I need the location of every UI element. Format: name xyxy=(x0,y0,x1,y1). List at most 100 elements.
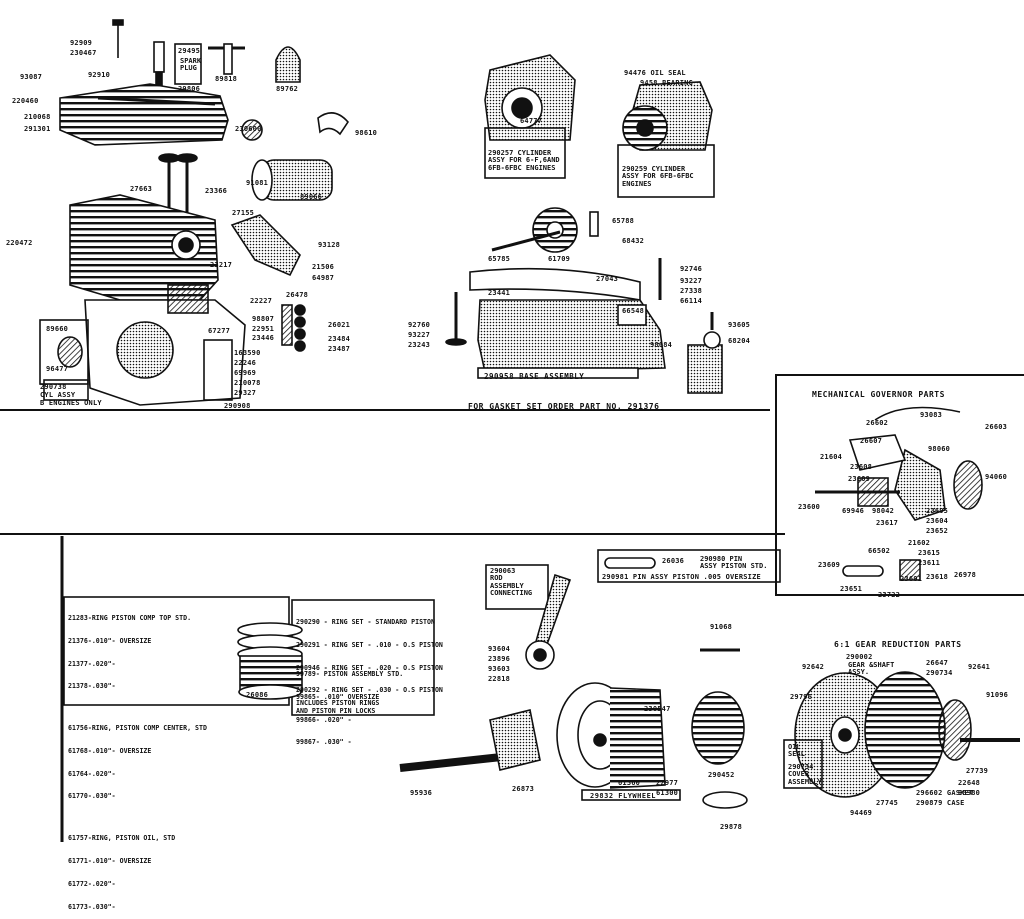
part-label: 93227 xyxy=(680,277,703,285)
part-label: 23605 xyxy=(926,507,949,515)
case-label: 290879 CASE xyxy=(916,799,965,807)
engine-assembly-art xyxy=(39,19,350,406)
part-label: 290738 xyxy=(40,383,67,391)
governor-art xyxy=(815,406,983,581)
part-label: 23652 xyxy=(926,527,949,535)
part-label: 95936 xyxy=(410,789,433,797)
part-label: 93604 xyxy=(488,645,511,653)
part-label: 23651 xyxy=(840,585,863,593)
part-label: 27739 xyxy=(966,767,989,775)
section-dividers xyxy=(0,374,1024,842)
piston-part-label: 26086 xyxy=(246,691,269,699)
cylinder-assy-left-note: 290257 CYLINDER ASSY FOR 6-F,6AND 6FB-6F… xyxy=(488,149,560,172)
part-label: 23608 xyxy=(850,463,873,471)
part-label: 220472 xyxy=(6,239,33,247)
part-label: 98610 xyxy=(355,129,378,137)
part-label: 23611 xyxy=(918,559,941,567)
part-label: 89066 xyxy=(300,193,323,201)
part-label: 291301 xyxy=(24,125,51,133)
part-label: 23446 xyxy=(252,334,275,342)
part-label: 89660 xyxy=(46,325,69,333)
pin-assy-std-label: 290980 PIN ASSY PISTON STD. xyxy=(700,555,768,571)
governor-title: MECHANICAL GOVERNOR PARTS xyxy=(812,390,945,399)
part-label: 23618 xyxy=(926,573,949,581)
part-label: 26021 xyxy=(328,321,351,329)
diagram-artwork xyxy=(0,19,1024,842)
ring-row: 61757-RING, PISTON OIL, STD xyxy=(68,834,176,843)
part-label: 94060 xyxy=(985,473,1008,481)
part-label: 22648 xyxy=(958,779,981,787)
part-label: 23600 xyxy=(798,503,821,511)
gear-shaft-label: GEAR &SHAFT ASSY. xyxy=(848,661,895,677)
part-label: 69969 xyxy=(234,369,257,377)
part-label: 93227 xyxy=(408,331,431,339)
part-label: 22227 xyxy=(250,297,273,305)
part-label: 230600 xyxy=(235,125,262,133)
part-label: 94469 xyxy=(850,809,873,817)
piston-assembly-row: 99789- PISTON ASSEMBLY STD. xyxy=(296,670,404,679)
part-label: 98084 xyxy=(650,341,673,349)
ring-row: 61768-.010"- OVERSIZE xyxy=(68,746,152,755)
pin-part-label: 26036 xyxy=(662,557,685,565)
cylinder-variants-art xyxy=(484,54,715,198)
part-label: 91096 xyxy=(986,691,1009,699)
ring-row xyxy=(68,816,207,820)
part-label: 66114 xyxy=(680,297,703,305)
part-label: 26647 xyxy=(926,659,949,667)
part-label: 92909 xyxy=(70,39,93,47)
part-label: 290734 xyxy=(926,669,953,677)
part-label: 26478 xyxy=(286,291,309,299)
ring-row: 61773-.030"- xyxy=(68,902,116,911)
pin-assy-oversize-label: 290981 PIN ASSY PISTON .005 OVERSIZE xyxy=(602,573,761,581)
part-label: 23615 xyxy=(918,549,941,557)
part-label: 98807 xyxy=(252,315,275,323)
part-label: 26607 xyxy=(860,437,883,445)
part-label: 230467 xyxy=(70,49,97,57)
part-label: 66502 xyxy=(868,547,891,555)
crank-flywheel-art xyxy=(399,648,748,809)
ring-row: 61771-.010"- OVERSIZE xyxy=(68,857,152,866)
part-label: 26603 xyxy=(985,423,1008,431)
ring-row: 61756-RING, PISTON COMP CENTER, STD xyxy=(68,724,207,733)
part-label: 23722 xyxy=(878,591,901,599)
piston-assembly-list: 99789- PISTON ASSEMBLY STD. 99865- .010"… xyxy=(296,656,403,755)
part-label: 65785 xyxy=(488,255,511,263)
part-label: 61300 xyxy=(656,789,679,797)
ring-set-row: 290292 - RING SET - .030 - O.S PISTON xyxy=(296,686,443,695)
part-label: 27155 xyxy=(232,209,255,217)
rod-assembly-label: 290063 ROD ASSEMBLY CONNECTING xyxy=(490,567,533,598)
part-label: 98060 xyxy=(928,445,951,453)
part-label: 98042 xyxy=(872,507,895,515)
part-label: 29796 xyxy=(790,693,813,701)
part-label: 29878 xyxy=(720,823,743,831)
part-label: 29806 xyxy=(178,85,201,93)
ring-row: 21377-.020"- xyxy=(68,659,116,668)
part-label: 23243 xyxy=(408,341,431,349)
part-label: 23601 xyxy=(900,575,923,583)
rod-pin-art xyxy=(485,549,781,670)
piston-assembly-row: 99867- .030" - xyxy=(296,738,352,747)
bearing-label: 9458 BEARING xyxy=(640,79,693,87)
part-label: 98980 xyxy=(958,789,981,797)
part-label: 22977 xyxy=(656,779,679,787)
part-label: 23609 xyxy=(848,475,871,483)
part-label: 91081 xyxy=(246,179,269,187)
part-label: 23617 xyxy=(876,519,899,527)
spark-plug-label: SPARK PLUG xyxy=(180,57,202,73)
part-label: 89818 xyxy=(215,75,238,83)
part-label: 27043 xyxy=(596,275,619,283)
part-label: 64777 xyxy=(520,117,543,125)
parts-diagram: 92909 230467 93087 92910 220460 210068 2… xyxy=(0,19,1024,910)
part-label: 66548 xyxy=(622,307,645,315)
reduction-title: 6:1 GEAR REDUCTION PARTS xyxy=(834,640,962,649)
part-label: 92746 xyxy=(680,265,703,273)
ring-row: 61764-.020"- xyxy=(68,769,116,778)
part-label: 23487 xyxy=(328,345,351,353)
part-label: 26602 xyxy=(866,419,889,427)
ring-row: 61772-.020"- xyxy=(68,879,116,888)
part-label: 27745 xyxy=(876,799,899,807)
part-label: 23896 xyxy=(488,655,511,663)
part-label: 23217 xyxy=(210,261,233,269)
part-label: 69946 xyxy=(842,507,865,515)
reduction-art xyxy=(783,671,1020,798)
